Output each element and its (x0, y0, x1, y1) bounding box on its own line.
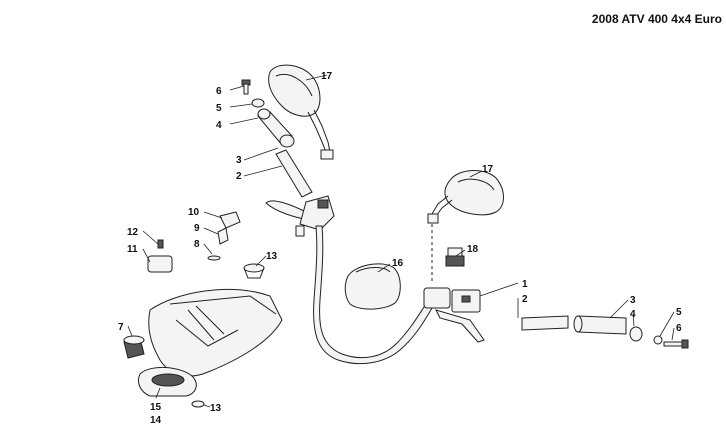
callout-16: 16 (392, 258, 404, 269)
callout-15: 15 (150, 402, 162, 413)
decal[interactable] (445, 255, 465, 267)
front-panel[interactable] (148, 288, 283, 377)
ignition-switch-parts[interactable] (207, 211, 241, 261)
leader-lines (127, 74, 675, 408)
callout-17-left: 17 (321, 71, 333, 82)
grommet-lower[interactable] (191, 400, 205, 408)
gauge-housing[interactable] (137, 367, 197, 397)
diagram-title: 2008 ATV 400 4x4 Euro (591, 12, 722, 26)
left-mirror[interactable] (268, 64, 334, 160)
left-brake-lever[interactable] (265, 195, 335, 237)
indicator-light[interactable] (123, 335, 145, 359)
callout-4-right: 4 (630, 309, 636, 320)
callout-18: 18 (467, 244, 479, 255)
callout-10: 10 (188, 207, 200, 218)
callout-13-upper: 13 (266, 251, 278, 262)
callout-9: 9 (194, 223, 200, 234)
callout-numbers: 17 6 5 4 3 2 17 10 9 8 12 11 13 7 15 14 … (118, 71, 682, 425)
callout-14: 14 (150, 415, 162, 425)
callout-1-right: 1 (522, 279, 528, 290)
right-mirror[interactable] (427, 170, 504, 283)
right-grip-assembly[interactable] (521, 315, 689, 349)
callout-2-right: 2 (522, 294, 528, 305)
callout-11: 11 (127, 244, 138, 255)
callout-13-lower: 13 (210, 403, 222, 414)
callout-5-left: 5 (216, 103, 222, 114)
callout-17-right: 17 (482, 164, 494, 175)
callout-4-left: 4 (216, 120, 222, 131)
grommet[interactable] (243, 263, 265, 279)
callout-8: 8 (194, 239, 200, 250)
handlebar-pad[interactable] (344, 263, 401, 310)
callout-3-left: 3 (236, 155, 242, 166)
left-grip-assembly[interactable] (241, 79, 313, 198)
callout-6-left: 6 (216, 86, 222, 97)
callout-3-right: 3 (630, 295, 636, 306)
callout-7: 7 (118, 322, 124, 333)
callout-12: 12 (127, 227, 139, 238)
auxiliary-switch[interactable] (147, 239, 173, 273)
callout-6-right: 6 (676, 323, 682, 334)
callout-2-left: 2 (236, 171, 242, 182)
callout-5-right: 5 (676, 307, 682, 318)
